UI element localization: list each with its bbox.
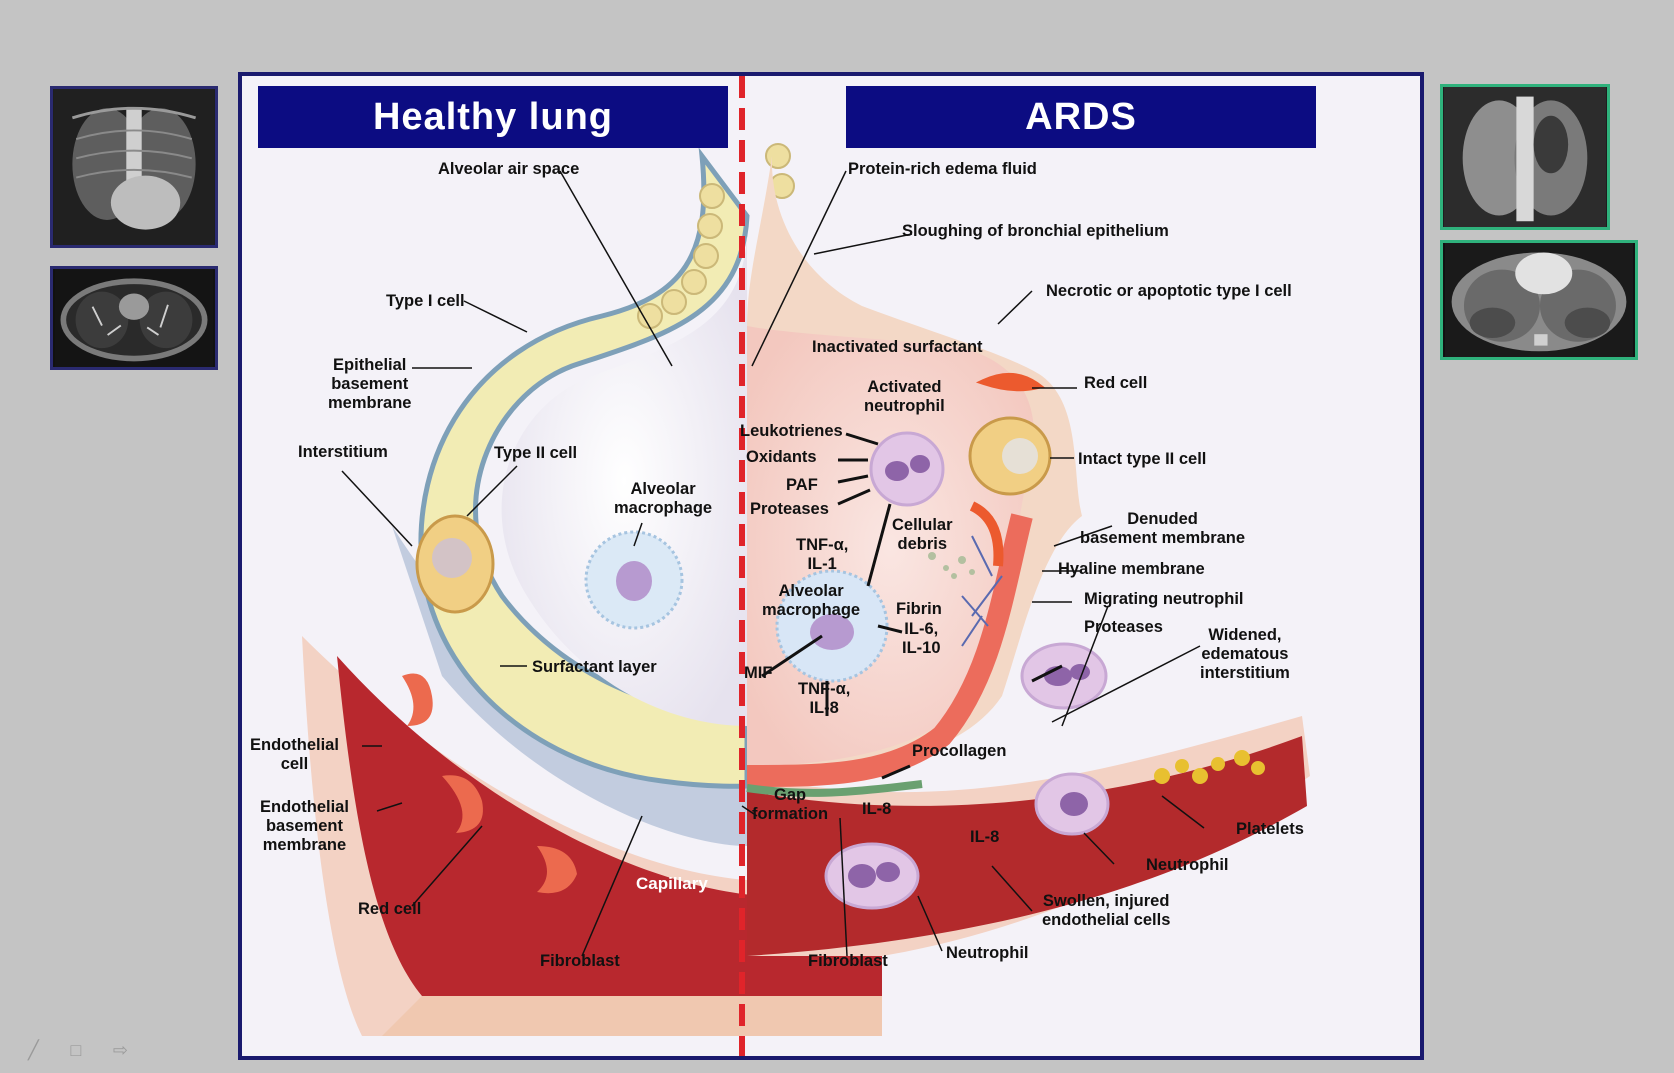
- red-cell-ards: [984, 376, 1038, 388]
- label-proteases-migrating: Proteases: [1084, 618, 1163, 637]
- label-activated-neutrophil: Activated neutrophil: [864, 378, 945, 416]
- label-denuded-bm: Denuded basement membrane: [1080, 510, 1245, 548]
- label-endothelial-cell: Endothelial cell: [250, 736, 339, 774]
- label-il8-b: IL-8: [970, 828, 999, 847]
- label-proteases-ards: Proteases: [750, 500, 829, 519]
- label-alveolar-air-space: Alveolar air space: [438, 160, 579, 179]
- label-endothelial-bm: Endothelial basement membrane: [260, 798, 349, 855]
- ct-scan-image: [53, 269, 215, 367]
- neutrophil-capillary-bottom: [826, 844, 918, 908]
- neutrophil-capillary-right: [1036, 774, 1108, 834]
- label-leukotrienes: Leukotrienes: [740, 422, 843, 441]
- label-procollagen: Procollagen: [912, 742, 1006, 761]
- label-inactivated-surfactant: Inactivated surfactant: [812, 338, 983, 357]
- ct-scan-thumbnail-right[interactable]: [1440, 240, 1638, 360]
- label-il8-a: IL-8: [862, 800, 891, 819]
- label-red-cell-left: Red cell: [358, 900, 421, 919]
- label-alveolar-macrophage-ards: Alveolar macrophage: [762, 582, 860, 620]
- intact-type-ii-cell: [970, 418, 1050, 494]
- ct-scan-thumbnail-left[interactable]: [50, 266, 218, 370]
- label-oxidants: Oxidants: [746, 448, 817, 467]
- chest-xray-thumbnail-right[interactable]: [1440, 84, 1610, 230]
- label-widened-interstitium: Widened, edematous interstitium: [1200, 626, 1290, 683]
- label-migrating-neutrophil: Migrating neutrophil: [1084, 590, 1243, 609]
- migrating-neutrophil: [1022, 644, 1106, 708]
- label-paf: PAF: [786, 476, 818, 495]
- chest-xray-ards-image: [1443, 87, 1607, 227]
- alveolar-macrophage-left: [586, 532, 682, 628]
- label-gap-formation: Gap formation: [752, 786, 828, 824]
- activated-neutrophil: [871, 433, 943, 505]
- chest-xray-thumbnail-left[interactable]: [50, 86, 218, 248]
- label-type-ii-cell: Type II cell: [494, 444, 577, 463]
- label-sloughing: Sloughing of bronchial epithelium: [902, 222, 1169, 241]
- label-il6-il10: IL-6, IL-10: [902, 620, 941, 658]
- label-type-i-cell: Type I cell: [386, 292, 465, 311]
- label-tnf-il8: TNF-α, IL-8: [798, 680, 850, 718]
- label-fibrin: Fibrin: [896, 600, 942, 619]
- label-epithelial-bm: Epithelial basement membrane: [328, 356, 411, 413]
- label-interstitium: Interstitium: [298, 443, 388, 462]
- slide-toolbar: ╱ □ ⇨: [28, 1040, 151, 1061]
- label-neutrophil-bottom: Neutrophil: [946, 944, 1029, 963]
- label-red-cell-ards: Red cell: [1084, 374, 1147, 393]
- label-tnf-il1: TNF-α, IL-1: [796, 536, 848, 574]
- label-necrotic-type-i: Necrotic or apoptotic type I cell: [1046, 282, 1292, 301]
- ct-scan-ards-image: [1443, 243, 1635, 357]
- ards-diagram-figure: Healthy lung ARDS Alveolar air space Typ…: [238, 72, 1424, 1060]
- label-fibroblast-left: Fibroblast: [540, 952, 620, 971]
- label-intact-type-ii: Intact type II cell: [1078, 450, 1206, 469]
- label-alveolar-macrophage-left: Alveolar macrophage: [614, 480, 712, 518]
- slide-icon[interactable]: □: [70, 1040, 94, 1060]
- label-platelets: Platelets: [1236, 820, 1304, 839]
- label-fibroblast-ards: Fibroblast: [808, 952, 888, 971]
- label-neutrophil-capillary: Neutrophil: [1146, 856, 1229, 875]
- label-hyaline-membrane: Hyaline membrane: [1058, 560, 1205, 579]
- arrow-icon[interactable]: ⇨: [113, 1040, 137, 1060]
- banner-healthy-lung: Healthy lung: [258, 86, 728, 148]
- label-protein-rich-edema: Protein-rich edema fluid: [848, 160, 1037, 179]
- chest-xray-image: [53, 89, 215, 245]
- type-ii-cell-left: [417, 516, 493, 612]
- label-capillary: Capillary: [636, 874, 708, 894]
- banner-ards: ARDS: [846, 86, 1316, 148]
- label-mif: MIF: [744, 664, 772, 683]
- pen-icon[interactable]: ╱: [28, 1040, 52, 1060]
- label-cellular-debris: Cellular debris: [892, 516, 953, 554]
- label-swollen-endothelial: Swollen, injured endothelial cells: [1042, 892, 1170, 930]
- label-surfactant-layer: Surfactant layer: [532, 658, 657, 677]
